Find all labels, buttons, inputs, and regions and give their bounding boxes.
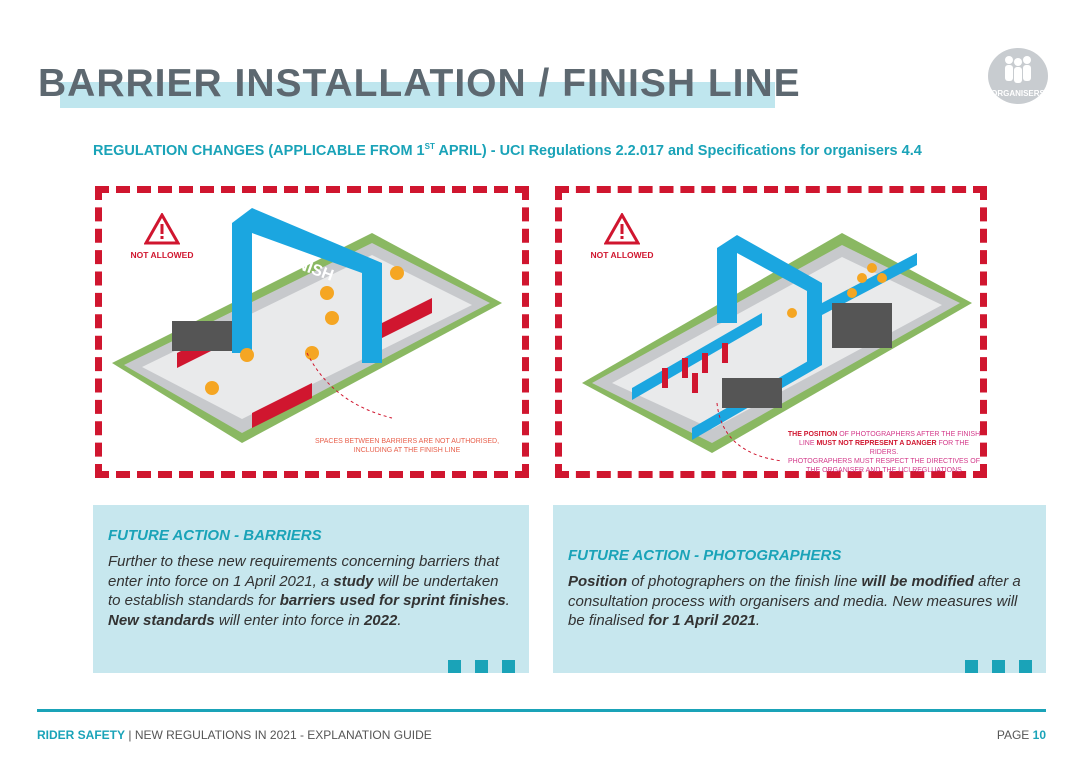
not-allowed-label: NOT ALLOWED: [130, 250, 194, 260]
page-number: PAGE 10: [996, 728, 1046, 742]
footer-guide: NEW REGULATIONS IN 2021 - EXPLANATION GU…: [134, 728, 432, 742]
warning-triangle-icon: [603, 211, 641, 245]
footer-text: RIDER SAFETY | NEW REGULATIONS IN 2021 -…: [37, 728, 432, 742]
box-text: Position of photographers on the finish …: [568, 573, 1021, 629]
future-action-barriers: FUTURE ACTION - BARRIERS Further to thes…: [93, 505, 529, 673]
decorative-dots: [448, 660, 515, 673]
note-bold: THE POSITION: [787, 431, 838, 438]
title-highlight: [60, 82, 775, 108]
page-title: BARRIER INSTALLATION / FINISH LINE: [38, 62, 801, 105]
footer-brand: RIDER SAFETY: [37, 728, 126, 742]
warning-triangle-icon: [143, 211, 181, 245]
finish-line-illustration: FINISH: [112, 208, 502, 443]
future-action-photographers: FUTURE ACTION - PHOTOGRAPHERS Position o…: [553, 505, 1046, 673]
warning-badge: NOT ALLOWED: [582, 211, 662, 260]
photographers-illustration: [582, 233, 972, 462]
people-icon: [1005, 56, 1031, 83]
subtitle: REGULATION CHANGES (APPLICABLE FROM 1ST …: [93, 142, 922, 159]
note-bold: MUST NOT REPRESENT A DANGER: [816, 440, 937, 447]
decorative-dots: [965, 660, 1032, 673]
subtitle-post: APRIL) - UCI Regulations 2.2.017 and Spe…: [434, 142, 922, 159]
box-heading: FUTURE ACTION - PHOTOGRAPHERS: [568, 547, 842, 564]
right-illustration-frame: NOT ALLOWED THE POSITION OF PHOTOGRAPHER…: [555, 186, 987, 478]
warning-badge: NOT ALLOWED: [122, 211, 202, 260]
note-text: OF PHOTOGRAPHERS AFTER THE FINISH: [837, 431, 981, 438]
note-text: FOR THE RIDERS.: [869, 440, 970, 456]
left-illustration-frame: FINISH NOT ALLOWED SPACES BETWEEN BARRIE…: [95, 186, 529, 478]
box-heading: FUTURE ACTION - BARRIERS: [108, 527, 322, 544]
badge-label: ORGANISERS: [991, 89, 1045, 98]
note-text: PHOTOGRAPHERS MUST RESPECT THE DIRECTIVE…: [787, 458, 980, 465]
note-line: INCLUDING AT THE FINISH LINE: [353, 447, 461, 454]
subtitle-pre: REGULATION CHANGES (APPLICABLE FROM 1: [93, 142, 425, 159]
note-text: THE ORGANISER AND THE UCI REGLUATIONS: [806, 467, 962, 474]
photographer-note: THE POSITION OF PHOTOGRAPHERS AFTER THE …: [784, 430, 984, 475]
subtitle-sup: ST: [424, 142, 435, 151]
box-text: Further to these new requirements concer…: [108, 553, 510, 629]
note-line: SPACES BETWEEN BARRIERS ARE NOT AUTHORIS…: [314, 438, 500, 445]
barrier-note: SPACES BETWEEN BARRIERS ARE NOT AUTHORIS…: [307, 437, 507, 455]
footer-divider: [37, 709, 1046, 712]
organisers-badge: ORGANISERS: [988, 48, 1048, 104]
not-allowed-label: NOT ALLOWED: [590, 250, 654, 260]
note-text: LINE: [798, 440, 817, 447]
